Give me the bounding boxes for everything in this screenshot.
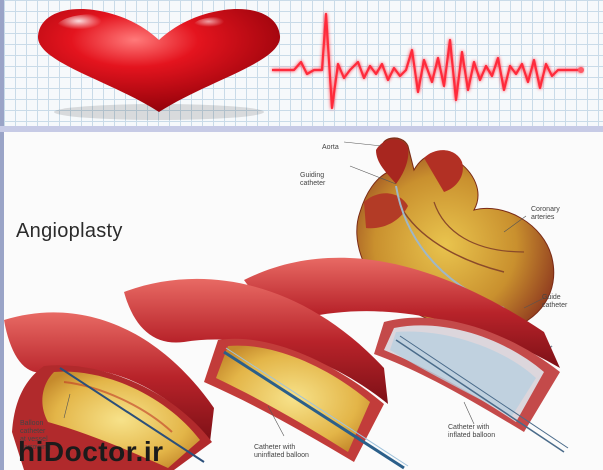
- label-guide-catheter: Guide catheter: [542, 294, 567, 310]
- label-guiding-catheter: Guiding catheter: [300, 172, 325, 188]
- heart-ecg-banner: [4, 0, 603, 126]
- diagram-title: Angioplasty: [16, 220, 123, 243]
- angioplasty-illustration: Angioplasty Aorta Guiding catheter Coron…: [4, 132, 603, 470]
- ecg-waveform-icon: [272, 14, 580, 108]
- watermark: hiDoctor.ir: [18, 436, 164, 468]
- label-catheter-uninflated: Catheter with uninflated balloon: [254, 444, 309, 460]
- label-aorta: Aorta: [322, 144, 339, 152]
- label-coronary-arteries: Coronary arteries: [531, 206, 560, 222]
- heart-icon: [38, 9, 280, 120]
- label-catheter-inflated: Catheter with inflated balloon: [448, 424, 495, 440]
- heart-ecg-graphic: [4, 0, 603, 126]
